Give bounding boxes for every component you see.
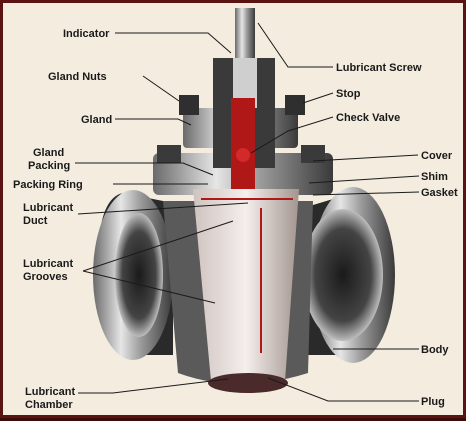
label-lubricant-chamber-line2: Chamber: [25, 399, 73, 411]
label-lubricant-screw: Lubricant Screw: [336, 62, 422, 74]
labels: Indicator Lubricant Screw Gland Nuts Sto…: [13, 28, 458, 411]
label-body: Body: [421, 344, 449, 356]
right-bore: [303, 209, 383, 341]
label-stop: Stop: [336, 88, 361, 100]
label-gland-nuts: Gland Nuts: [48, 71, 107, 83]
plug-valve-cutaway-diagram: Indicator Lubricant Screw Gland Nuts Sto…: [13, 8, 458, 411]
label-check-valve: Check Valve: [336, 112, 400, 124]
label-lubricant-chamber-line1: Lubricant: [25, 386, 75, 398]
label-gland: Gland: [81, 114, 112, 126]
label-gland-packing-line1: Gland: [33, 147, 64, 159]
leader-lines: [75, 22, 420, 402]
lubricant-duct: [231, 98, 255, 193]
label-shim: Shim: [421, 171, 448, 183]
label-lubricant-duct-line1: Lubricant: [23, 202, 73, 214]
label-gasket: Gasket: [421, 187, 458, 199]
label-plug: Plug: [421, 396, 445, 408]
label-lubricant-duct-line2: Duct: [23, 215, 48, 227]
label-lubricant-grooves-line2: Grooves: [23, 271, 68, 283]
label-indicator: Indicator: [63, 28, 110, 40]
label-packing-ring: Packing Ring: [13, 179, 83, 191]
left-bore: [115, 213, 163, 337]
label-gland-packing-line2: Packing: [28, 160, 70, 172]
label-lubricant-grooves-line1: Lubricant: [23, 258, 73, 270]
label-cover: Cover: [421, 150, 453, 162]
